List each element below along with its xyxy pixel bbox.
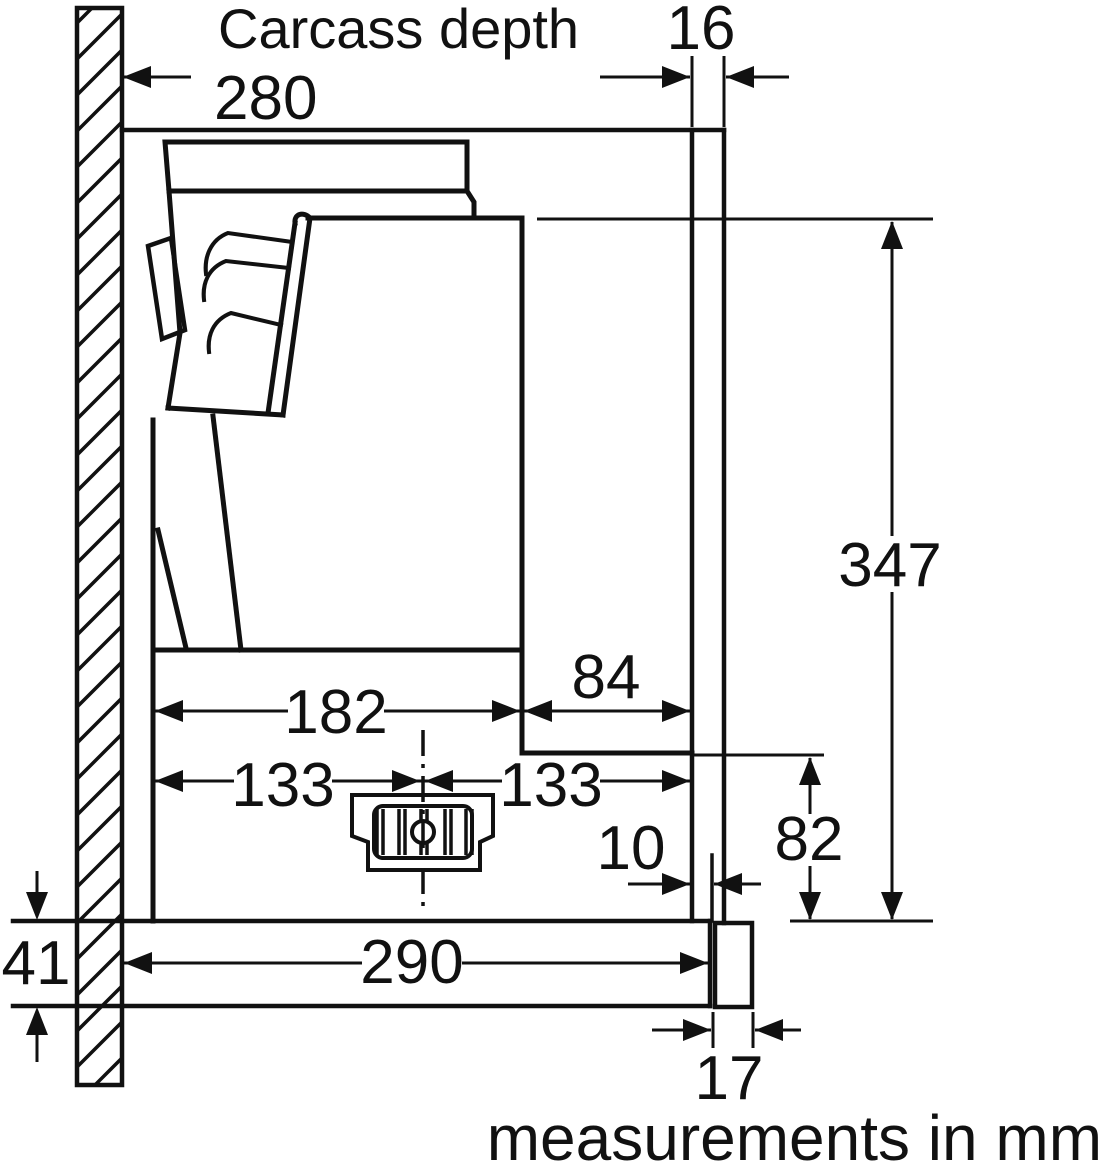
carcass-depth-label: Carcass depth — [218, 0, 579, 60]
dim-82-value: 82 — [775, 805, 844, 874]
arrow-133a-left-icon — [155, 770, 183, 792]
dim-347-value: 347 — [838, 531, 941, 600]
hood-cap-notch — [463, 187, 477, 221]
wall — [70, 5, 130, 1146]
arrow-84-left-icon — [524, 700, 552, 722]
arrow-347-up-icon — [881, 221, 903, 249]
wall-strip — [74, 5, 125, 1088]
dim-280-value: 280 — [214, 64, 317, 133]
visor-slab-right — [280, 215, 313, 418]
ext-17 — [711, 1012, 755, 1048]
front-strip-block — [712, 920, 755, 1010]
arrow-182-left-icon — [155, 700, 183, 722]
arrow-133b-left-icon — [425, 770, 453, 792]
motor-outlet-detail — [350, 730, 495, 908]
dim-10-value: 10 — [597, 814, 666, 883]
arrow-280-left-icon — [123, 66, 151, 88]
cabinet-structure — [10, 127, 755, 1010]
visor-slab-left — [265, 220, 298, 416]
arrow-17-right-icon — [755, 1019, 783, 1041]
arrow-84-right-icon — [662, 700, 690, 722]
mounting-bracket — [145, 234, 188, 343]
drawer-front-diagonal — [210, 413, 244, 653]
dim-17-value: 17 — [695, 1044, 764, 1113]
ext-16 — [690, 56, 726, 127]
arrow-17-left-icon — [683, 1019, 711, 1041]
dim-290-value: 290 — [360, 928, 463, 997]
hatch-line — [77, 8, 95, 26]
arrow-41-down-icon — [26, 892, 48, 920]
hood-body — [145, 139, 695, 924]
arrow-182-right-icon — [492, 700, 520, 722]
visor-slab-top — [292, 211, 314, 226]
hood-top-cap — [162, 139, 470, 194]
arrow-280-16-right-icon — [662, 66, 690, 88]
dim-41-value: 41 — [2, 929, 71, 998]
drawer-front-diagonal-2 — [154, 526, 190, 652]
louver-line-3 — [206, 310, 284, 355]
arrow-10-left-icon — [662, 873, 690, 895]
visor-bottom-edge — [165, 405, 286, 418]
arrow-290-right-icon — [680, 952, 708, 974]
arrow-41-up-icon — [26, 1007, 48, 1035]
dim-16-value: 16 — [667, 0, 736, 63]
arrow-82-down-icon — [799, 892, 821, 920]
arrow-10-right-icon — [714, 873, 742, 895]
louver-line-1 — [203, 230, 295, 277]
dim-182-value: 182 — [284, 678, 387, 747]
arrow-16-right-icon — [726, 66, 754, 88]
dim-133-left-value: 133 — [231, 751, 334, 820]
dim-133-right-value: 133 — [499, 751, 602, 820]
outlet-bracket — [350, 793, 495, 872]
dimension-arrowheads — [26, 66, 903, 1041]
arrow-82-up-icon — [799, 757, 821, 785]
arrow-290-left-icon — [124, 952, 152, 974]
arrow-347-down-icon — [881, 892, 903, 920]
arrow-133b-right-icon — [662, 770, 690, 792]
louver-line-2 — [201, 258, 292, 303]
hatch-line — [70, 1086, 130, 1146]
arrow-133a-right-icon — [392, 770, 420, 792]
hood-pullout-box — [305, 215, 695, 756]
filter-louvers — [201, 230, 295, 355]
units-note: measurements in mm — [487, 1102, 1102, 1168]
dim-84-value: 84 — [572, 643, 641, 712]
label-backgrounds — [234, 536, 938, 990]
